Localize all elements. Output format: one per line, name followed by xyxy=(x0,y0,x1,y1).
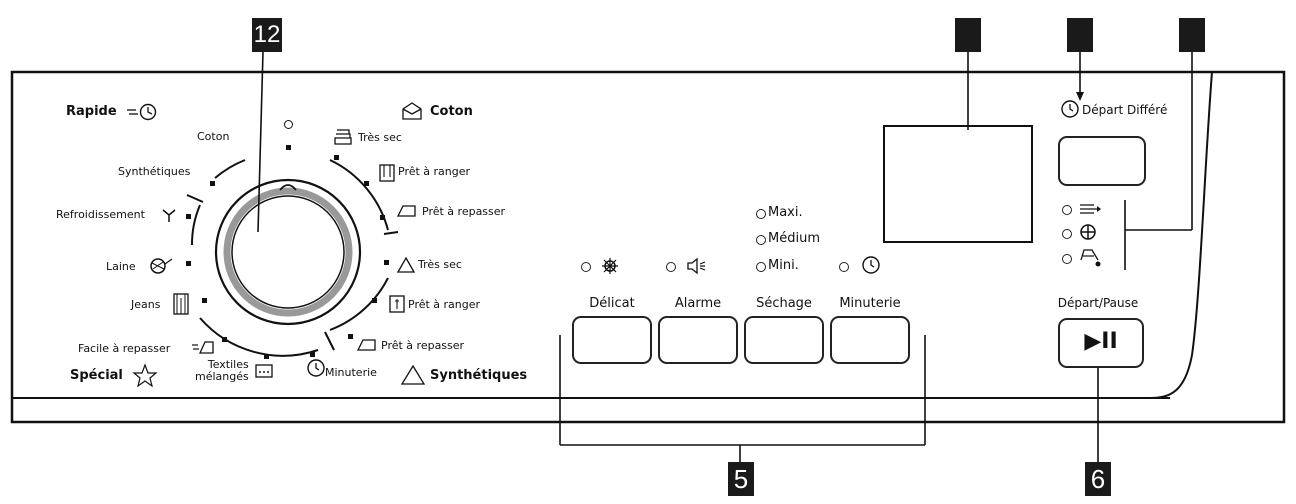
drying-phase-icon xyxy=(1080,204,1101,214)
alarme-speaker-icon xyxy=(687,257,706,275)
facile-a-repasser-icon xyxy=(192,341,214,354)
minuterie-led xyxy=(839,262,849,272)
group-synthetiques-label: Synthétiques xyxy=(430,368,528,383)
phase-indicator-led-2 xyxy=(1062,229,1072,239)
off-position-marker xyxy=(284,120,293,129)
jeans-icon xyxy=(173,293,189,315)
program-minuterie: Minuterie xyxy=(325,366,377,379)
callout-indicators xyxy=(1179,18,1205,52)
program-dot xyxy=(286,145,291,150)
sechage-button[interactable] xyxy=(744,316,824,364)
program-dot xyxy=(186,261,191,266)
minuterie-button[interactable] xyxy=(830,316,910,364)
program-coton-tres-sec: Très sec xyxy=(358,131,402,144)
program-synthetiques-pret-a-ranger: Prêt à ranger xyxy=(408,298,481,311)
textiles-melanges-icon xyxy=(255,364,273,378)
program-dot xyxy=(372,298,377,303)
depart-pause-label: Départ/Pause xyxy=(1057,296,1139,310)
program-synthetiques-pret-a-repasser: Prêt à repasser xyxy=(381,339,465,352)
group-coton-label: Coton xyxy=(430,104,473,119)
program-textiles-melanges: Textiles mélangés xyxy=(195,358,249,383)
group-rapide-label: Rapide xyxy=(66,104,117,119)
pret-a-ranger-coton-icon xyxy=(379,164,395,182)
dryness-maxi-label: Maxi. xyxy=(768,205,803,220)
callout-start-delay xyxy=(1067,18,1093,52)
delicat-led xyxy=(581,262,591,272)
depart-differe-label: Départ Différé xyxy=(1082,103,1168,117)
program-facile-a-repasser: Facile à repasser xyxy=(78,342,171,355)
minuterie-label: Minuterie xyxy=(839,296,901,311)
callout-5: 5 xyxy=(728,462,754,496)
group-special-label: Spécial xyxy=(70,368,123,383)
pret-a-ranger-synthetiques-icon xyxy=(389,295,405,313)
program-dot xyxy=(186,214,191,219)
program-coton-pret-a-ranger: Prêt à ranger xyxy=(398,165,471,178)
program-synthetiques-rapide: Synthétiques xyxy=(118,165,191,178)
depart-differe-button[interactable] xyxy=(1058,136,1146,186)
minuterie-clock-icon xyxy=(307,359,325,377)
phase-indicator-led-3 xyxy=(1062,254,1072,264)
pret-a-repasser-coton-icon xyxy=(396,205,416,217)
tres-sec-synthetiques-icon xyxy=(396,256,416,273)
program-dot xyxy=(222,337,227,342)
depart-pause-button[interactable]: ▶II xyxy=(1058,318,1144,368)
delicat-button[interactable] xyxy=(572,316,652,364)
program-selector-knob[interactable] xyxy=(232,196,344,308)
alarme-led xyxy=(666,262,676,272)
play-pause-icon: ▶II xyxy=(1084,329,1118,354)
refroidissement-icon xyxy=(162,209,176,222)
cooling-phase-icon xyxy=(1080,224,1096,240)
special-star-icon xyxy=(132,363,158,387)
rapide-icon xyxy=(127,103,157,121)
coton-icon xyxy=(402,102,422,120)
program-dot xyxy=(264,354,269,359)
program-synthetiques-tres-sec: Très sec xyxy=(418,258,462,271)
program-dot xyxy=(348,334,353,339)
program-dot xyxy=(210,181,215,186)
medium-led xyxy=(756,235,766,245)
pret-a-repasser-synthetiques-icon xyxy=(356,339,376,351)
program-dot xyxy=(384,260,389,265)
tres-sec-coton-icon xyxy=(334,129,352,145)
program-refroidissement: Refroidissement xyxy=(56,208,145,221)
callout-12: 12 xyxy=(252,18,282,52)
program-laine: Laine xyxy=(106,260,136,273)
callout-6: 6 xyxy=(1085,462,1111,496)
maxi-led xyxy=(756,209,766,219)
delicat-label: Délicat xyxy=(589,296,635,311)
program-dot xyxy=(364,181,369,186)
sechage-label: Séchage xyxy=(756,296,812,311)
dryness-mini-label: Mini. xyxy=(768,258,799,273)
end-phase-icon xyxy=(1080,249,1101,267)
program-jeans: Jeans xyxy=(131,298,161,311)
program-dot xyxy=(202,298,207,303)
mini-led xyxy=(756,262,766,272)
program-dot xyxy=(334,155,339,160)
program-coton-rapide: Coton xyxy=(197,130,230,143)
callout-display xyxy=(955,18,981,52)
delicat-icon xyxy=(602,258,618,274)
minuterie-clock-icon xyxy=(862,256,880,274)
phase-indicator-led-1 xyxy=(1062,205,1072,215)
laine-yarn-icon xyxy=(150,258,173,274)
dryness-medium-label: Médium xyxy=(768,231,820,246)
program-dot xyxy=(380,215,385,220)
program-dot xyxy=(310,352,315,357)
alarme-button[interactable] xyxy=(658,316,738,364)
program-coton-pret-a-repasser: Prêt à repasser xyxy=(422,205,506,218)
alarme-label: Alarme xyxy=(674,296,722,311)
depart-differe-clock-icon xyxy=(1061,100,1079,118)
time-display xyxy=(886,128,1030,240)
synthetiques-triangle-icon xyxy=(400,364,426,385)
